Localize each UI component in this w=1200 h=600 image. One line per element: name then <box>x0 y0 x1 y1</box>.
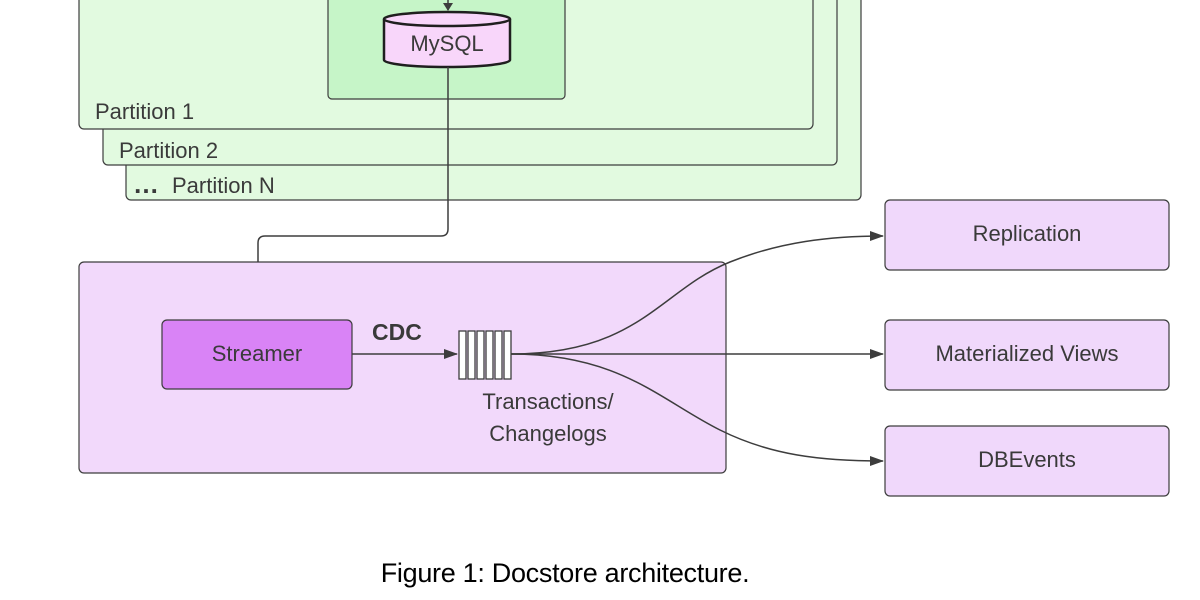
materialized-views-node[interactable] <box>884 319 1170 391</box>
streaming-container-box <box>78 261 727 474</box>
partition-n-label: Partition N <box>172 173 275 198</box>
partition-n-ellipsis: … <box>133 169 159 199</box>
queue-to-dbevents-curve <box>510 353 884 466</box>
replication-node[interactable] <box>884 199 1170 271</box>
mysql-inbound-arrowhead <box>443 3 453 11</box>
mysql-label: MySQL <box>410 31 483 56</box>
partition-1-label: Partition 1 <box>95 99 194 124</box>
mysql-to-streamer-connector <box>253 67 449 317</box>
queue-to-replication-curve <box>510 231 884 355</box>
queue-label-line-1: Transactions/ <box>482 389 614 414</box>
dbevents-label: DBEvents <box>978 447 1076 472</box>
changelog-queue-icon <box>458 330 512 380</box>
streamer-label: Streamer <box>212 341 302 366</box>
replication-label: Replication <box>973 221 1082 246</box>
partition-2-label: Partition 2 <box>119 138 218 163</box>
cdc-label: CDC <box>372 319 422 345</box>
dbevents-node[interactable] <box>884 425 1170 497</box>
figure-caption: Figure 1: Docstore architecture. <box>380 558 750 588</box>
queue-label-line-2: Changelogs <box>489 421 606 446</box>
mysql-database-icon <box>382 10 512 69</box>
materialized-views-label: Materialized Views <box>935 341 1118 366</box>
